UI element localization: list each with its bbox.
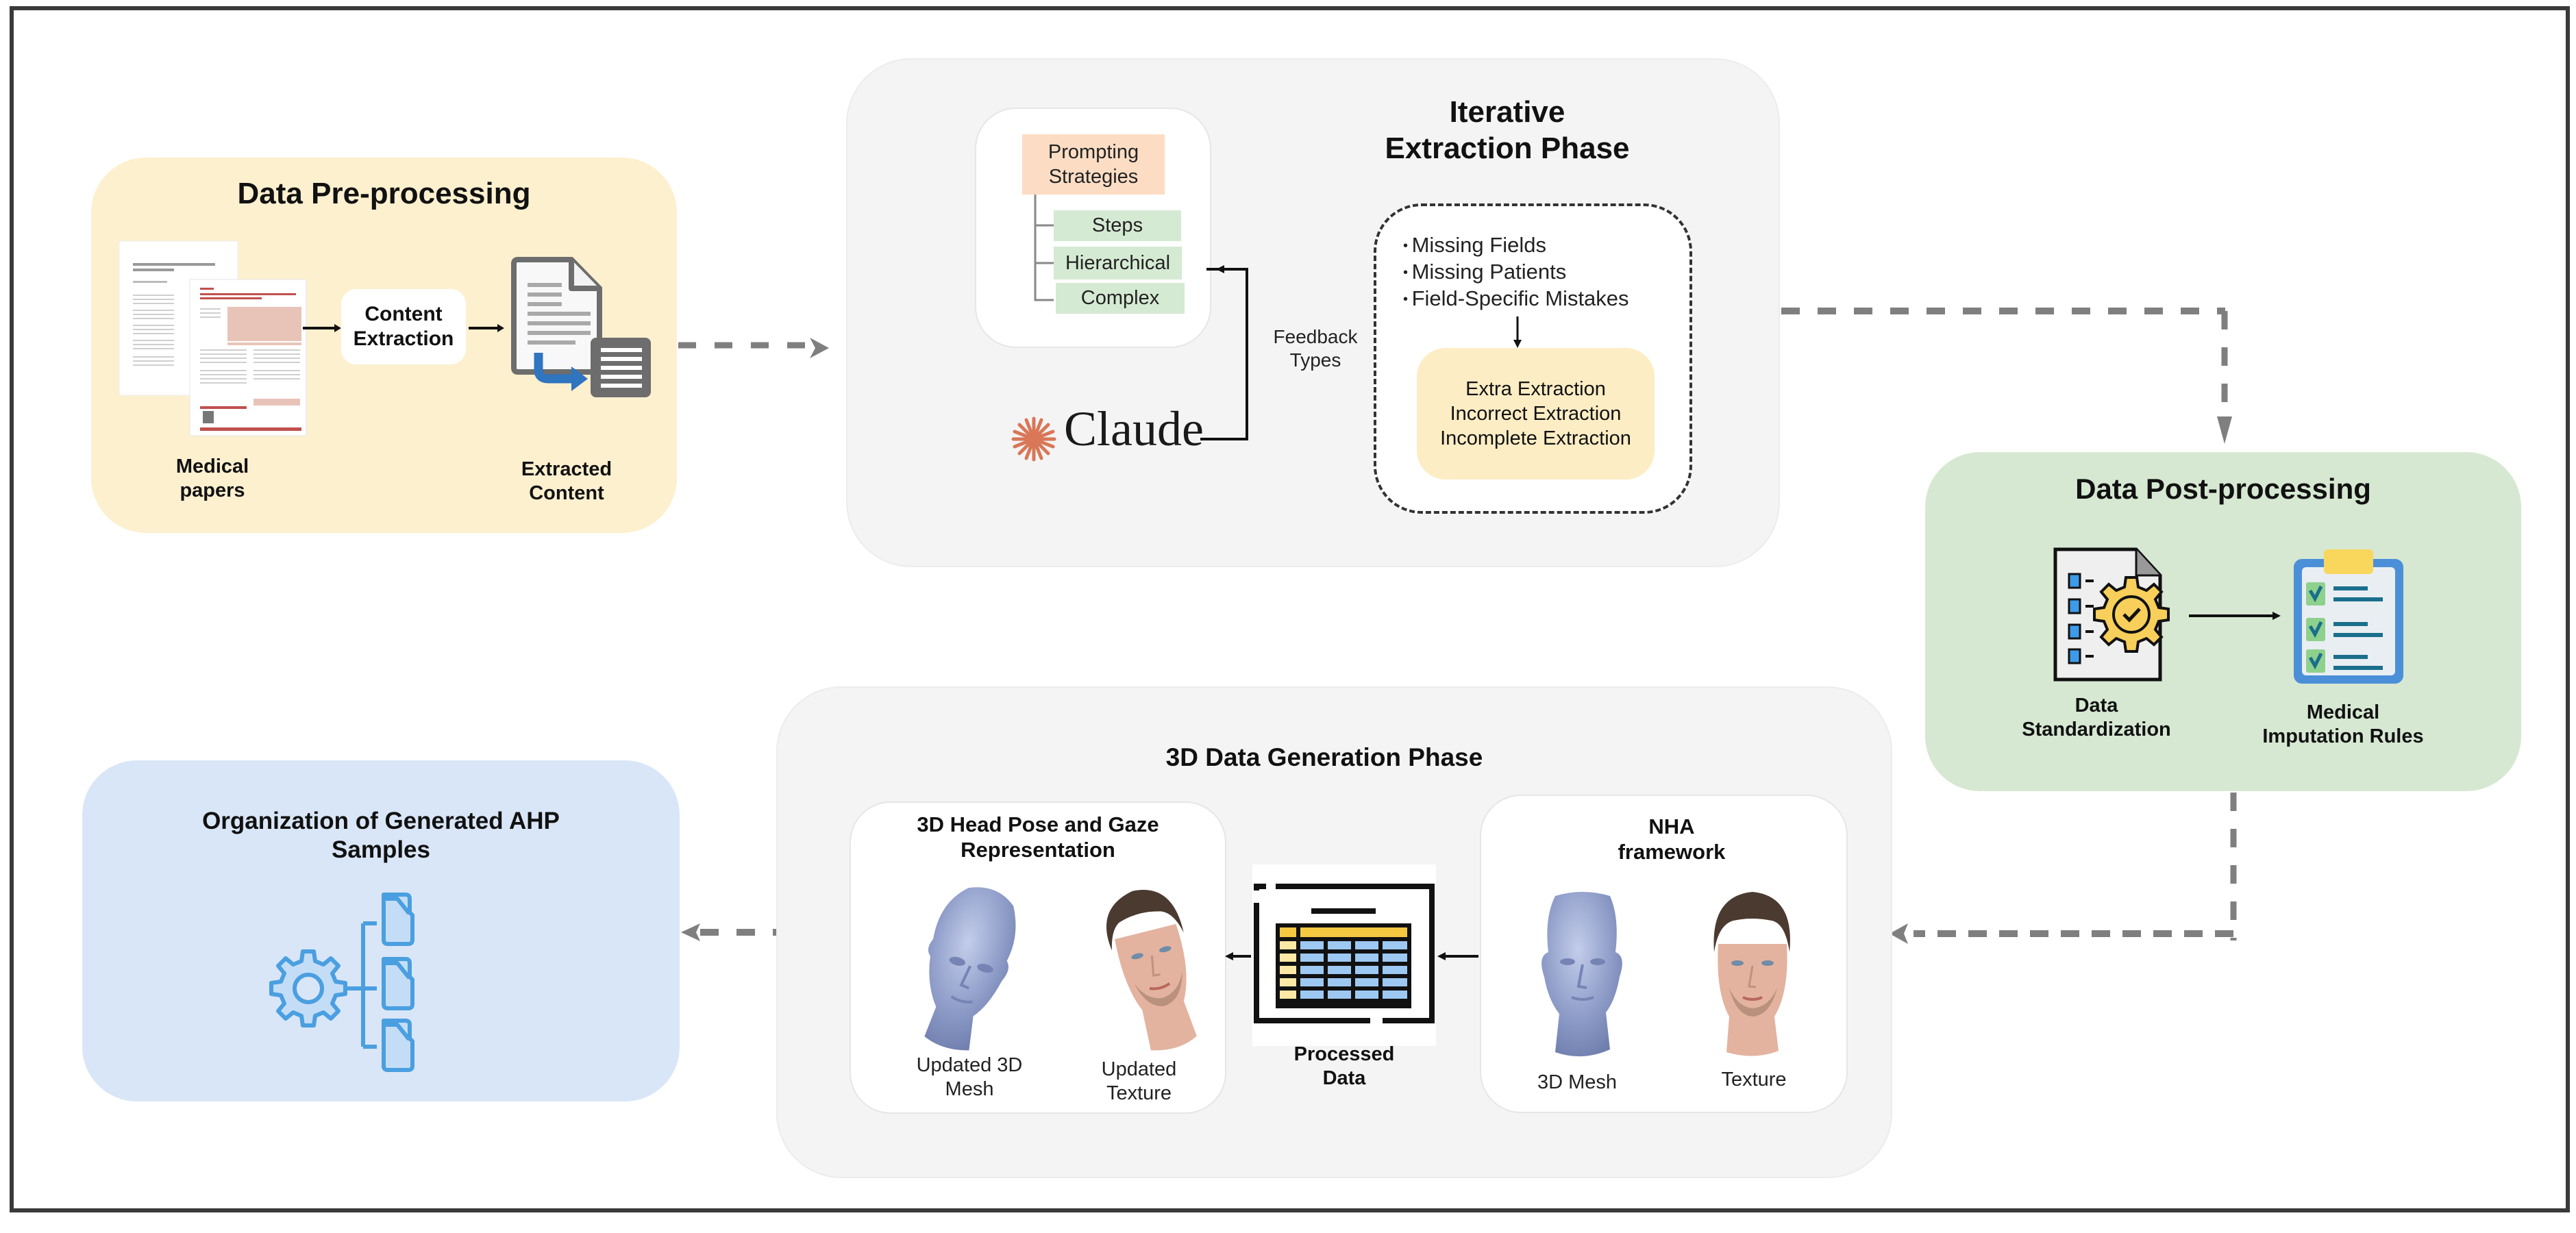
prompting-strategies-node: Prompting Strategies (1022, 134, 1165, 195)
nha-texture-label: Texture (1721, 1069, 1787, 1091)
arrow-extraction-to-content (469, 324, 504, 332)
feedback-types-label: Feedback Types (1261, 325, 1370, 371)
processed-label-line2: Data (1322, 1067, 1366, 1089)
imputation-rules-clipboard-icon (2294, 549, 2403, 684)
updated-texture-label-line2: Texture (1106, 1082, 1172, 1104)
feedback-list: Missing Fields Missing Patients Field-Sp… (1403, 232, 1629, 312)
arrow-processed-to-representation (1225, 952, 1251, 960)
arrow-pre-to-iterative (678, 338, 829, 358)
feedback-label-line1: Feedback (1273, 326, 1358, 347)
updated-mesh-label-line2: Mesh (945, 1078, 994, 1100)
iterative-title-line1: Iterative (1449, 95, 1565, 129)
organization-title: Organization of Generated AHP Samples (82, 807, 680, 864)
data-standardization-label: Data Standardization (2001, 694, 2192, 742)
standardization-label-line1: Data (2075, 695, 2118, 717)
arrow-feedback-to-errors (1513, 316, 1522, 348)
extracted-content-label-line1: Extracted (521, 458, 612, 480)
imputation-label-line2: Imputation Rules (2262, 725, 2424, 747)
arrow-iterative-to-post (1781, 308, 2232, 444)
pre-processing-title: Data Pre-processing (237, 177, 531, 210)
updated-3d-mesh-label: Updated 3D Mesh (897, 1054, 1041, 1101)
extraction-errors-box: Extra Extraction Incorrect Extraction In… (1417, 348, 1655, 480)
feedback-item: Missing Fields (1403, 232, 1629, 258)
medical-papers-image (118, 240, 307, 438)
arrow-standardization-to-imputation (2189, 612, 2281, 620)
strategy-tree-connector (1034, 195, 1054, 301)
feedback-item: Field-Specific Mistakes (1403, 285, 1629, 312)
claude-logo-text: Claude (1064, 401, 1204, 456)
extracted-content-icon (511, 257, 651, 397)
error-type: Incomplete Extraction (1440, 427, 1631, 450)
data-standardization-icon (2053, 547, 2170, 682)
imputation-label-line1: Medical (2306, 701, 2380, 723)
strategy-complex: Complex (1056, 283, 1185, 314)
updated-texture-label-line1: Updated (1101, 1058, 1177, 1080)
figure-frame (10, 6, 2570, 1212)
organization-gear-folders-icon (269, 893, 414, 1072)
nha-texture-image (1713, 892, 1790, 1056)
processed-data-table-icon (1254, 884, 1435, 1023)
strategy-hierarchical: Hierarchical (1054, 247, 1182, 279)
content-extraction-label-line2: Extraction (353, 327, 454, 350)
nha-title-line1: NHA (1648, 814, 1695, 838)
nha-title-line2: framework (1618, 840, 1726, 864)
organization-title-line2: Samples (332, 836, 430, 863)
updated-mesh-label-line1: Updated 3D (916, 1054, 1023, 1076)
processed-label-line1: Processed (1293, 1043, 1395, 1065)
post-processing-title: Data Post-processing (2075, 473, 2371, 505)
arrow-generation-to-organization (681, 923, 776, 941)
post-processing-panel (1925, 452, 2521, 791)
medical-papers-label: Medical papers (144, 455, 281, 503)
medical-papers-icon (119, 240, 307, 436)
representation-title-line1: 3D Head Pose and Gaze (917, 812, 1159, 836)
nha-3d-mesh-image (1541, 892, 1622, 1057)
nha-framework-title: NHA framework (1569, 814, 1774, 864)
standardization-label-line2: Standardization (2022, 718, 2171, 740)
representation-title-line2: Representation (961, 838, 1115, 862)
iterative-extraction-title: Iterative Extraction Phase (1343, 95, 1672, 167)
extracted-content-label-line2: Content (529, 482, 604, 504)
error-type: Extra Extraction (1465, 377, 1606, 400)
feedback-item: Missing Patients (1403, 258, 1629, 285)
arrow-papers-to-extraction (303, 324, 341, 332)
strategy-steps: Steps (1054, 210, 1181, 241)
nha-3d-mesh-label: 3D Mesh (1537, 1071, 1618, 1093)
feedback-label-line2: Types (1289, 349, 1341, 371)
organization-panel (82, 760, 680, 1101)
content-extraction-label-line1: Content (364, 303, 443, 325)
updated-3d-mesh-image (924, 887, 1016, 1051)
iterative-title-line2: Extraction Phase (1385, 131, 1630, 165)
feedback-arrow (1200, 265, 1248, 440)
organization-title-line1: Organization of Generated AHP (202, 808, 560, 834)
head-pose-representation-title: 3D Head Pose and Gaze Representation (850, 812, 1226, 862)
prompting-label-line2: Strategies (1048, 166, 1139, 188)
claude-starburst-icon (1011, 416, 1056, 462)
updated-texture-image (1106, 890, 1197, 1051)
medical-papers-label-line1: Medical (175, 456, 249, 477)
error-type: Incorrect Extraction (1450, 402, 1622, 425)
arrow-post-to-generation (1890, 793, 2237, 944)
content-extraction-node: Content Extraction (341, 289, 466, 364)
medical-papers-label-line2: papers (179, 479, 245, 501)
processed-data-label: Processed Data (1252, 1043, 1436, 1091)
extracted-content-label: Extracted Content (498, 458, 635, 506)
prompting-label-line1: Prompting (1048, 140, 1139, 163)
imputation-rules-label: Medical Imputation Rules (2240, 701, 2446, 749)
updated-texture-label: Updated Texture (1079, 1058, 1199, 1106)
3d-generation-title: 3D Data Generation Phase (1165, 743, 1483, 771)
arrow-nha-to-processed (1437, 952, 1478, 960)
